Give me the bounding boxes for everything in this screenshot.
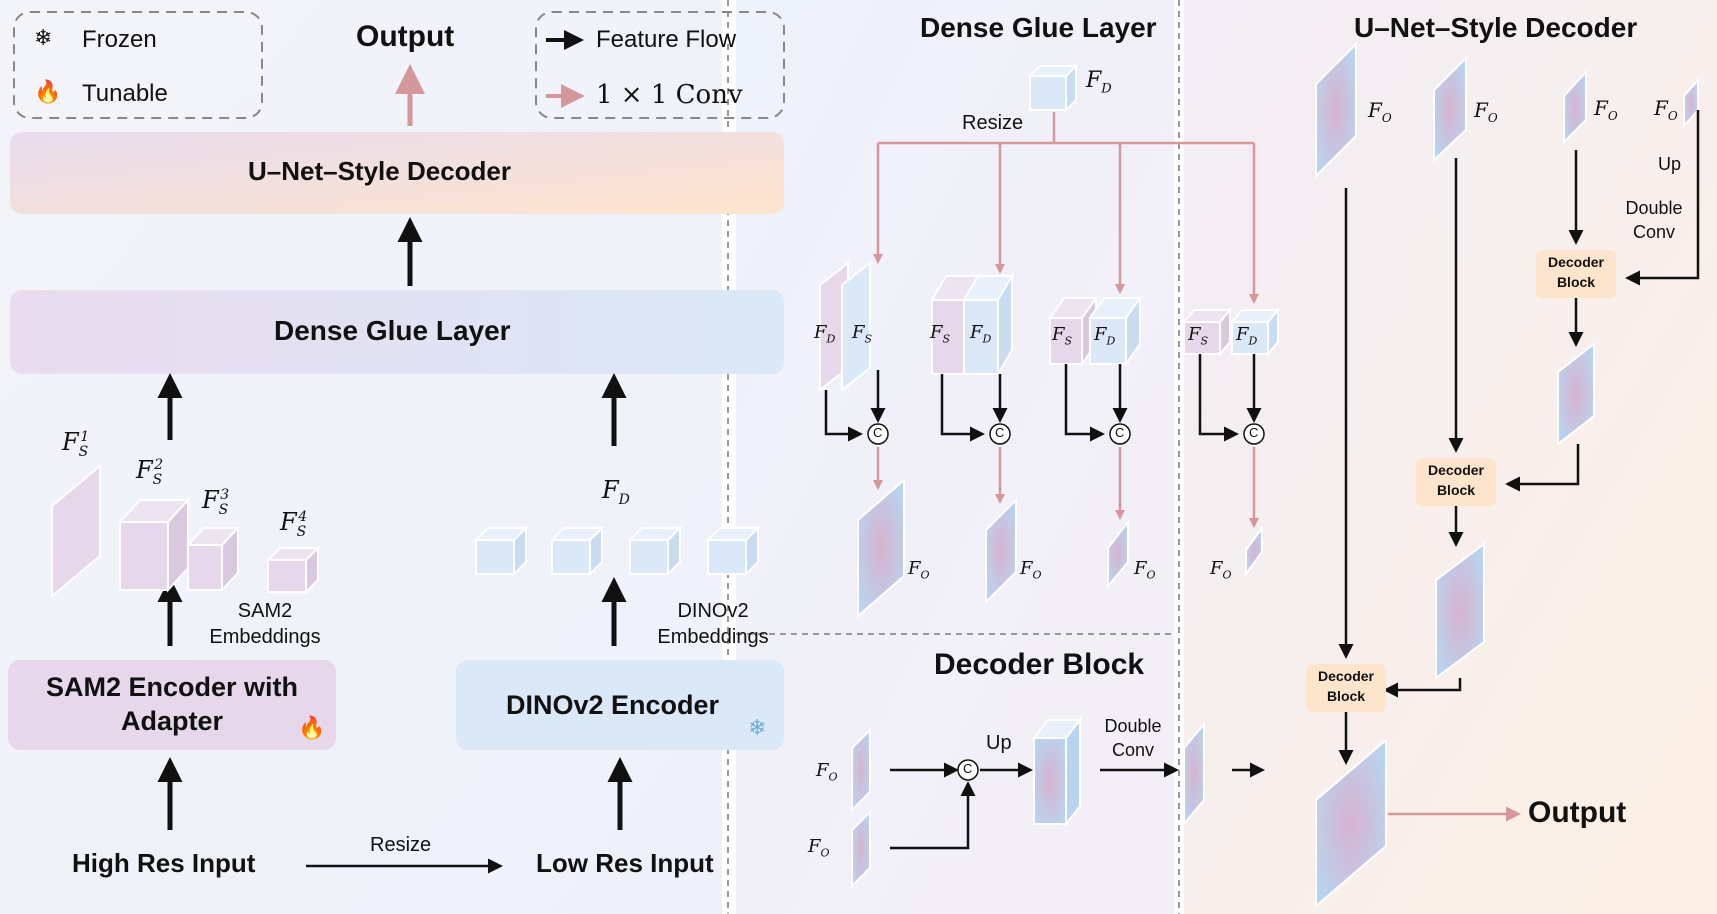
foi1-label: FO [808,836,830,860]
concat-symbol: C [995,425,1005,440]
dense-glue-box [10,290,784,374]
fire-icon: 🔥 [298,716,326,741]
sam2-embeddings-label: SAM2 Embeddings [209,600,321,648]
fo1-right-label: FO [1368,98,1392,125]
sam2-encoder-box [8,660,336,750]
fs2-mid-label: FS [930,322,951,346]
glue-output-slabs [857,477,1263,619]
fo4-right-label: FO [1654,96,1678,123]
decoder-block-arrows [890,762,1265,850]
sam-feature-cubes [51,463,321,599]
fd-top-label: FD [1086,68,1112,97]
unet-decoder-block-2: Decoder Block [1416,458,1496,506]
concat-symbol: C [1115,425,1125,440]
middle-panel [736,0,1174,914]
fd1-label: FD [814,322,836,346]
snowflake-icon: ❄ [748,716,767,741]
fs4-mid-label: FS [1188,324,1209,348]
glue-resize-arrows [873,112,1259,528]
dinov2-embeddings-label: DINOv2 Embeddings [657,600,769,648]
high-res-input-label: High Res Input [72,848,256,878]
glue-concat-circles [867,423,1265,445]
legend-feature-flow: Feature Flow [596,26,737,53]
decoder-concat-symbol: C [963,761,973,776]
fs4-label: FS4 [280,508,308,540]
legend-box-left [13,11,263,119]
fo3-right-label: FO [1594,96,1618,123]
unet-up-label: Up [1658,154,1682,174]
unet-decoder-block-1: Decoder Block [1536,250,1616,298]
legend-conv: 1 × 1 Conv [596,80,743,110]
fo1-label: FO [908,558,930,582]
fs1-label: FS1 [62,428,90,460]
sam2-encoder-label: SAM2 Encoder with Adapter [45,672,299,736]
fo2-right-label: FO [1474,98,1498,125]
fd4-label: FD [1236,324,1258,348]
fire-icon: 🔥 [34,80,62,105]
unet-double-conv-label: Double Conv [1625,198,1683,242]
dino-feature-cubes [473,525,761,577]
unet-decoder-label: U–Net–Style Decoder [248,156,511,186]
dense-glue-title: Dense Glue Layer [920,12,1157,43]
output-label: Output [356,20,455,53]
snowflake-icon: ❄ [34,26,53,51]
glue-feature-stacks [819,260,1281,393]
fo3-label: FO [1134,558,1156,582]
glue-concat-arrows [824,354,1262,442]
fs3-mid-label: FS [1052,324,1073,348]
fo2-label: FO [1020,558,1042,582]
decoder-concat-circle [957,759,979,781]
dinov2-encoder-box [456,660,784,750]
fd2-label: FD [970,322,992,346]
dense-glue-label: Dense Glue Layer [274,315,511,346]
low-res-input-label: Low Res Input [536,848,714,878]
unet-title: U–Net–Style Decoder [1354,12,1638,43]
foi-label: FO [816,760,838,784]
fd3-label: FD [1094,324,1116,348]
fd-label: FD [602,476,630,508]
decoder-block-title: Decoder Block [934,648,1145,681]
legend-box-right [535,11,785,119]
legend-frozen: Frozen [82,26,157,53]
glue-resize-label: Resize [962,112,1024,134]
decoder-block-cubes [851,717,1205,889]
resize-label: Resize [370,834,432,856]
unet-decoder-box [10,132,784,214]
fo4-label: FO [1210,558,1232,582]
right-panel [1184,0,1717,914]
decoder-up-label: Up [986,732,1012,754]
unet-decoder-block-3: Decoder Block [1306,664,1386,712]
fd-cube-top [1027,63,1079,113]
fs2-label: FS2 [136,456,164,488]
fs3-label: FS3 [202,486,230,518]
unet-slabs [1315,41,1699,909]
decoder-double-conv-label: Double Conv [1104,716,1162,760]
concat-symbol: C [1249,425,1259,440]
concat-symbol: C [873,425,883,440]
unet-output-label: Output [1528,796,1627,829]
fs1-mid-label: FS [852,322,873,346]
dinov2-encoder-label: DINOv2 Encoder [506,690,720,720]
legend-tunable: Tunable [82,80,168,107]
unet-arrows [1338,110,1700,765]
